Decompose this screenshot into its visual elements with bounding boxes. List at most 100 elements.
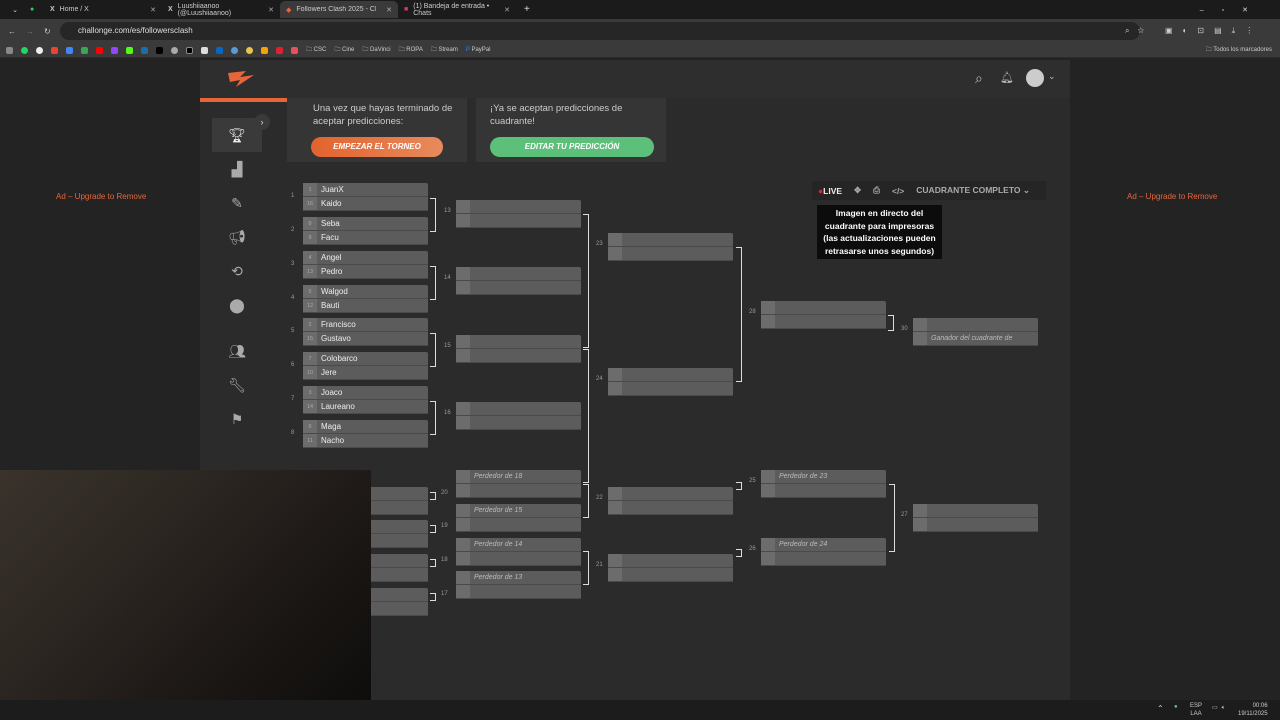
bookmark-icon[interactable] bbox=[201, 46, 208, 54]
match-player-row[interactable] bbox=[608, 382, 733, 396]
match[interactable] bbox=[761, 301, 886, 329]
microphone-icon[interactable]: ● bbox=[1174, 704, 1178, 710]
extension-icons[interactable]: ▣◐⊡▤⤓⋮ bbox=[1165, 26, 1264, 35]
avatar[interactable] bbox=[1026, 69, 1044, 87]
start-tournament-button[interactable]: EMPEZAR EL TORNEO bbox=[311, 137, 443, 157]
apps-icon[interactable] bbox=[6, 46, 13, 54]
bookmark-folder-stream[interactable]: 🗀 Stream bbox=[430, 47, 458, 53]
match-player-row[interactable]: Perdedor de 13 bbox=[456, 571, 581, 585]
live-button[interactable]: ●LIVE bbox=[818, 186, 842, 196]
new-tab-button[interactable]: + bbox=[524, 4, 530, 15]
bookmark-icon[interactable] bbox=[246, 46, 253, 54]
close-icon[interactable]: ✕ bbox=[386, 6, 392, 14]
youtube-icon[interactable] bbox=[96, 46, 103, 54]
match-player-row[interactable] bbox=[608, 554, 733, 568]
match-player-row[interactable] bbox=[456, 585, 581, 599]
expand-sidebar-button[interactable]: › bbox=[254, 114, 270, 130]
embed-code-icon[interactable]: </> bbox=[891, 185, 905, 196]
close-icon[interactable]: ✕ bbox=[504, 6, 510, 14]
match[interactable] bbox=[608, 368, 733, 396]
match[interactable] bbox=[456, 335, 581, 363]
match[interactable]: Ganador del cuadrante de bbox=[913, 318, 1038, 346]
challonge-logo[interactable] bbox=[226, 69, 256, 89]
print-icon[interactable]: ⎙ bbox=[873, 185, 880, 195]
sidebar-item-announcements[interactable]: 📢︎ bbox=[212, 220, 262, 254]
all-bookmarks[interactable]: 🗀 Todos los marcadores bbox=[1205, 47, 1272, 53]
match[interactable] bbox=[608, 554, 733, 582]
chrome-icon[interactable] bbox=[36, 46, 43, 54]
x-icon[interactable] bbox=[186, 46, 193, 54]
ad-placeholder-left[interactable]: Ad – Upgrade to Remove bbox=[56, 192, 147, 201]
sidebar-item-participants[interactable]: 👥︎ bbox=[212, 334, 262, 368]
linkedin-icon[interactable] bbox=[216, 46, 223, 54]
search-icon[interactable]: ⌕ bbox=[975, 70, 983, 86]
sidebar-item-report[interactable]: ⚑ bbox=[212, 402, 262, 436]
match[interactable] bbox=[913, 504, 1038, 532]
match-player-row[interactable] bbox=[913, 504, 1038, 518]
match-player-row[interactable] bbox=[608, 501, 733, 515]
match-player-row[interactable]: Perdedor de 24 bbox=[761, 538, 886, 552]
network-volume-icons[interactable]: ▭🔈︎ bbox=[1212, 705, 1230, 711]
match-player-row[interactable] bbox=[456, 484, 581, 498]
tiktok-icon[interactable] bbox=[156, 46, 163, 54]
chatgpt-icon[interactable] bbox=[171, 46, 178, 54]
match[interactable]: Perdedor de 18 bbox=[456, 470, 581, 498]
whatsapp-pinned-tab[interactable]: ● bbox=[30, 6, 35, 13]
bookmark-folder-csc[interactable]: 🗀 CSC bbox=[306, 47, 327, 53]
tab-challonge[interactable]: ◆Followers Clash 2025 - Challonge✕ bbox=[280, 1, 398, 18]
bookmark-folder-cine[interactable]: 🗀 Cine bbox=[334, 47, 355, 53]
view-select[interactable]: CUADRANTE COMPLETO ⌄ bbox=[916, 185, 1030, 195]
ad-placeholder-right[interactable]: Ad – Upgrade to Remove bbox=[1127, 192, 1218, 201]
sidebar-item-venue[interactable]: ⬤ bbox=[212, 288, 262, 322]
match-player-row[interactable] bbox=[761, 552, 886, 566]
sidebar-item-log[interactable]: ⟲ bbox=[212, 254, 262, 288]
match[interactable] bbox=[456, 402, 581, 430]
search-icon[interactable]: ⌕☆ bbox=[1125, 26, 1153, 35]
url-input[interactable]: challonge.com/es/followersclash bbox=[60, 22, 1140, 40]
window-controls[interactable]: –▫✕ bbox=[1199, 6, 1266, 14]
match-player-row[interactable]: Ganador del cuadrante de bbox=[913, 332, 1038, 346]
match[interactable] bbox=[456, 267, 581, 295]
maps-icon[interactable] bbox=[81, 46, 88, 54]
bookmark-paypal[interactable]: P PayPal bbox=[465, 47, 491, 53]
sidebar-item-bracket[interactable]: 🏆︎ bbox=[212, 118, 262, 152]
match-player-row[interactable] bbox=[456, 214, 581, 228]
match-player-row[interactable] bbox=[608, 247, 733, 261]
bookmark-folder-davinci[interactable]: 🗀 DaVinci bbox=[362, 47, 391, 53]
forward-icon[interactable]: → bbox=[26, 26, 34, 36]
sidebar-item-settings[interactable]: 🔧︎ bbox=[212, 368, 262, 402]
match-player-row[interactable]: Perdedor de 18 bbox=[456, 470, 581, 484]
bookmark-icon[interactable] bbox=[276, 46, 283, 54]
whatsapp-icon[interactable] bbox=[21, 46, 28, 54]
match-player-row[interactable]: Perdedor de 14 bbox=[456, 538, 581, 552]
bookmark-icon[interactable] bbox=[261, 46, 268, 54]
match-player-row[interactable]: Perdedor de 23 bbox=[761, 470, 886, 484]
match[interactable] bbox=[456, 200, 581, 228]
match-player-row[interactable] bbox=[913, 518, 1038, 532]
sidebar-item-predictions[interactable]: ✎ bbox=[212, 186, 262, 220]
bookmark-folder-ropa[interactable]: 🗀 ROPA bbox=[398, 47, 423, 53]
match[interactable] bbox=[608, 487, 733, 515]
match[interactable]: Perdedor de 14 bbox=[456, 538, 581, 566]
close-icon[interactable]: ✕ bbox=[150, 6, 156, 14]
twitch-icon[interactable] bbox=[111, 46, 118, 54]
kick-icon[interactable] bbox=[126, 46, 133, 54]
match-player-row[interactable] bbox=[761, 315, 886, 329]
match-player-row[interactable] bbox=[761, 301, 886, 315]
